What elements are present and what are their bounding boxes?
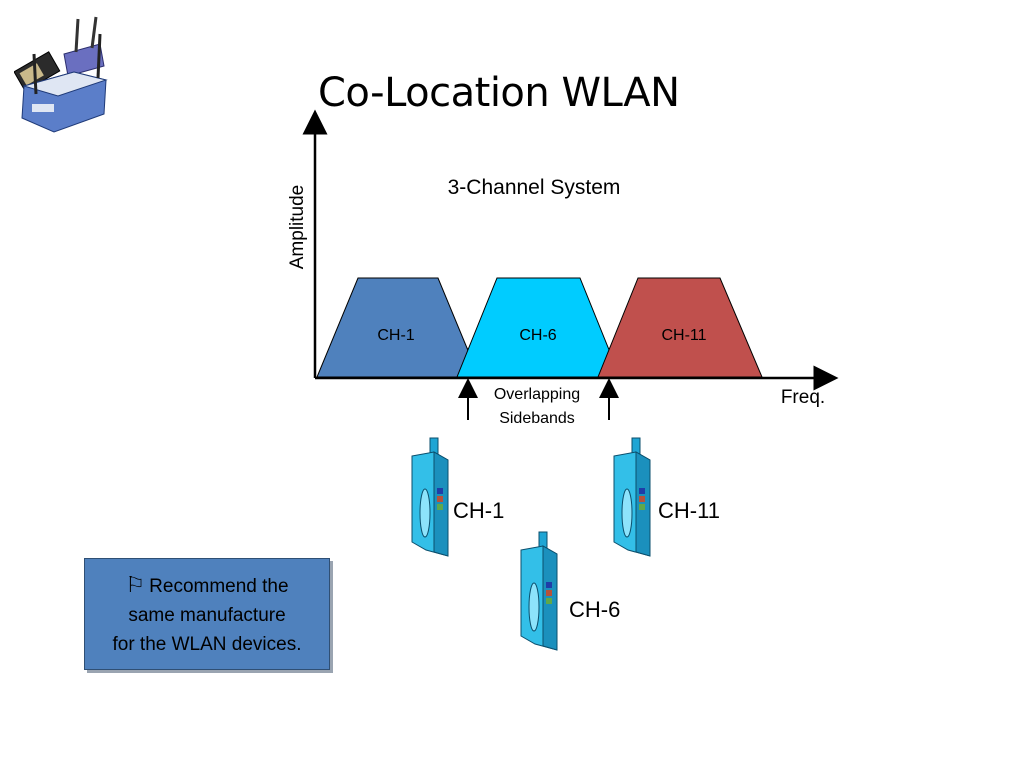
note-line-2: same manufacture xyxy=(128,605,286,626)
access-point-ch1-label: CH-1 xyxy=(453,498,504,523)
flag-icon: ⚐ xyxy=(125,573,146,598)
overlap-label-line2: Sidebands xyxy=(499,410,575,427)
overlap-label-line1: Overlapping xyxy=(494,386,580,403)
note-line-3: for the WLAN devices. xyxy=(112,634,302,655)
y-axis-label: Amplitude xyxy=(287,185,308,270)
x-axis-label: Freq. xyxy=(781,387,825,408)
access-point-ch1-icon xyxy=(411,437,449,557)
router-logo-icon xyxy=(14,16,108,133)
slide-title: Co-Location WLAN xyxy=(318,70,680,116)
channel-ch11-shape xyxy=(597,277,763,378)
channel-ch6-label: CH-6 xyxy=(519,327,556,344)
channel-ch1-label: CH-1 xyxy=(377,327,414,344)
access-point-ch11-label: CH-11 xyxy=(658,498,720,523)
recommendation-note: ⚐Recommend the same manufacture for the … xyxy=(84,558,330,670)
channel-ch11-label: CH-11 xyxy=(661,327,706,344)
note-line1-text: Recommend the xyxy=(149,576,289,597)
note-line-1: ⚐Recommend the xyxy=(85,571,329,601)
access-point-ch6-icon xyxy=(520,531,558,651)
access-point-ch11-icon xyxy=(613,437,651,557)
diagram-subtitle: 3-Channel System xyxy=(448,176,621,199)
access-point-ch6-label: CH-6 xyxy=(569,597,620,622)
